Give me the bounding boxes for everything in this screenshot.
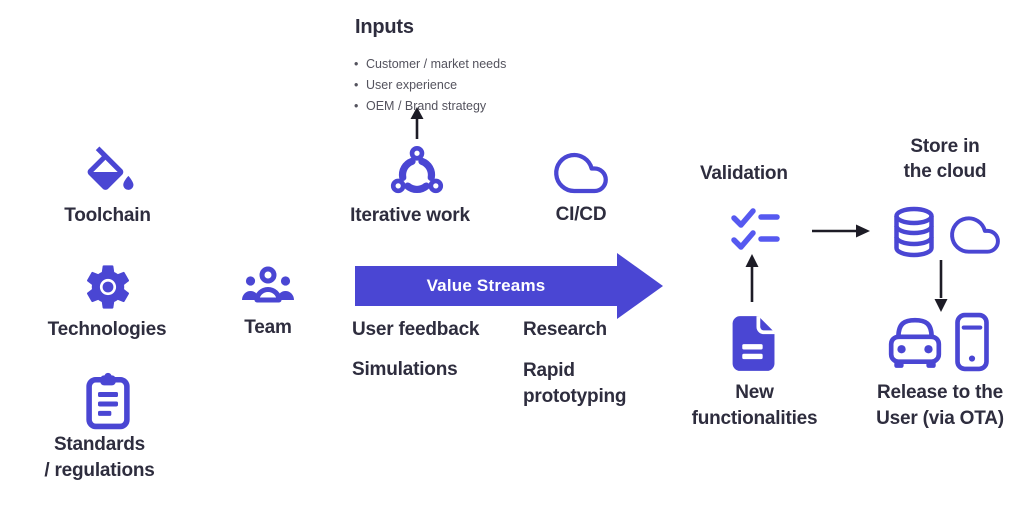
inputs-list: Customer / market needs User experience … <box>354 54 506 117</box>
value-streams-label: Value Streams <box>426 276 546 295</box>
iterative-work-label: Iterative work <box>350 205 470 226</box>
release-to-user-label: Release to the User (via OTA) <box>876 382 1004 429</box>
document-icon <box>732 316 775 371</box>
new-functionalities-label: New functionalities <box>691 382 818 429</box>
checklist-icon <box>731 208 780 250</box>
arrow-right-icon <box>812 224 870 238</box>
cicd-label: CI/CD <box>555 204 607 225</box>
team-label: Team <box>244 317 292 338</box>
gear-icon <box>86 265 130 309</box>
arrow-down-icon <box>934 260 948 312</box>
standards-label: Standards / regulations <box>44 434 155 481</box>
validation-label: Validation <box>700 163 788 184</box>
activity-research: Research <box>523 319 607 340</box>
activity-simulations: Simulations <box>352 359 458 380</box>
activity-user-feedback: User feedback <box>352 319 480 340</box>
cloud-icon <box>950 216 1000 254</box>
cycle-icon <box>390 146 444 194</box>
value-streams-arrow <box>355 253 663 319</box>
paint-bucket-icon <box>87 146 134 190</box>
clipboard-icon <box>86 372 130 430</box>
team-icon <box>242 266 294 303</box>
database-icon <box>894 206 934 258</box>
inputs-item: OEM / Brand strategy <box>354 96 506 117</box>
car-icon <box>888 317 942 368</box>
cloud-icon <box>554 152 608 194</box>
arrow-up-icon <box>745 254 759 302</box>
smartphone-icon <box>955 312 989 372</box>
store-in-cloud-label: Store in the cloud <box>903 136 987 182</box>
activity-rapid-prototyping: Rapid prototyping <box>523 360 627 407</box>
toolchain-label: Toolchain <box>64 205 151 226</box>
inputs-item: User experience <box>354 75 506 96</box>
inputs-item: Customer / market needs <box>354 54 506 75</box>
inputs-title: Inputs <box>355 16 414 38</box>
arrow-up-icon <box>410 107 424 139</box>
technologies-label: Technologies <box>47 319 167 340</box>
